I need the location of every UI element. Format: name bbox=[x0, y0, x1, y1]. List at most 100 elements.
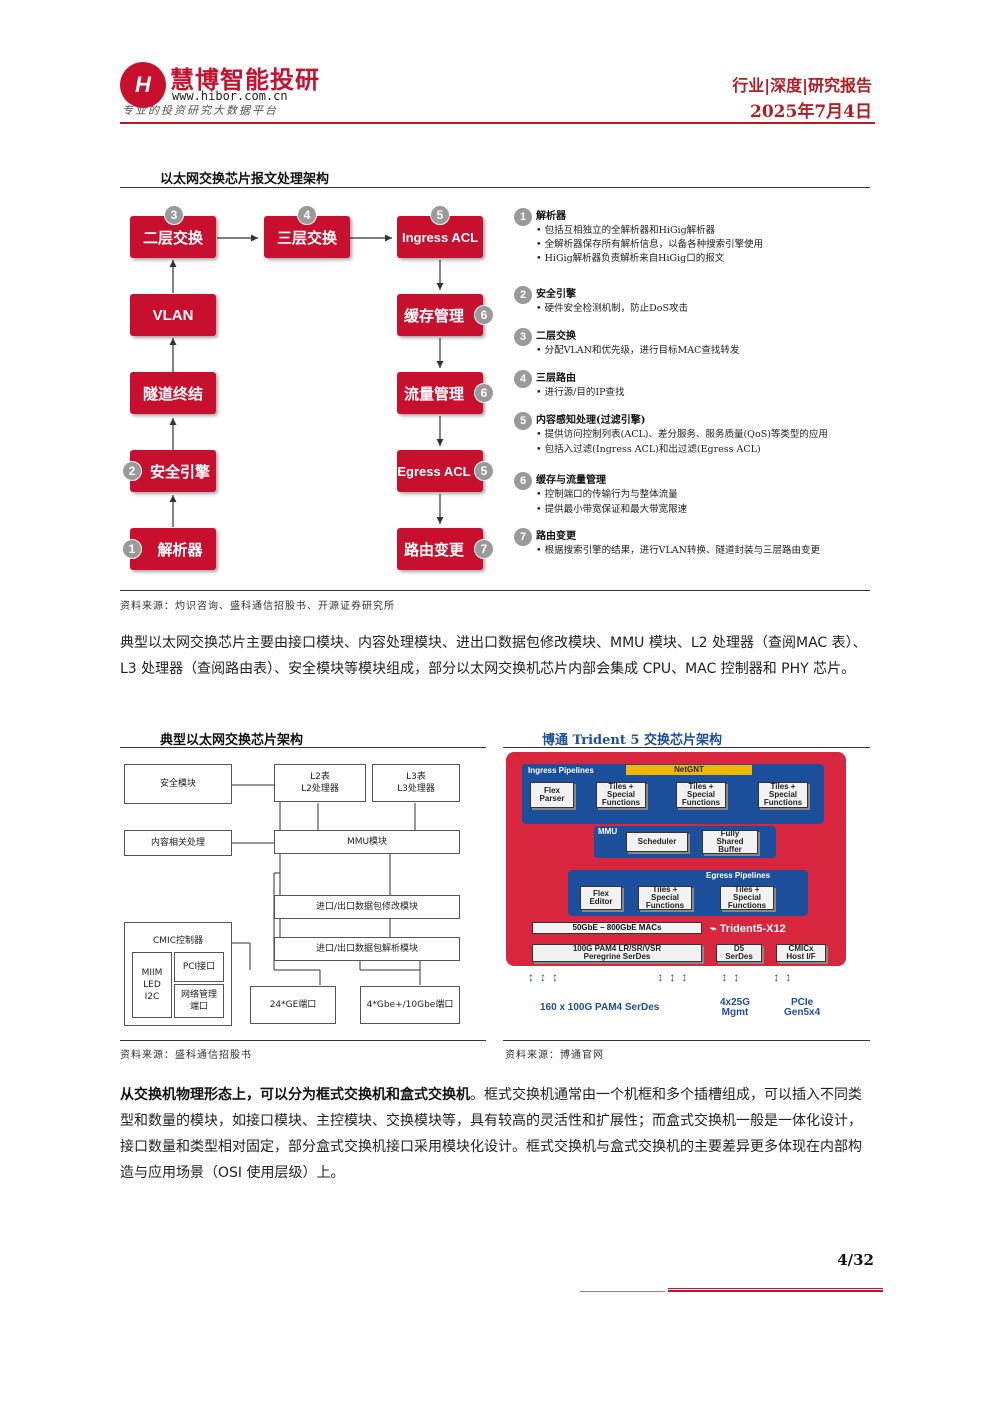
flow-badge-5: 5 bbox=[430, 205, 450, 225]
desc-item-text: HiGig解析器负责解析来自HiGig口的报文 bbox=[544, 253, 725, 264]
arch-box-label: CMIC控制器 bbox=[153, 936, 203, 946]
figure3-title: 博通 Trident 5 交换芯片架构 bbox=[542, 733, 722, 748]
arch-box-label: PCI接口 bbox=[182, 962, 216, 972]
flow-badge-7: 7 bbox=[474, 539, 494, 559]
flow-box-label: 解析器 bbox=[157, 540, 203, 559]
logo-slogan: 专业的投资研究大数据平台 bbox=[122, 104, 278, 117]
arch-box-label: 进口/出口数据包解析模块 bbox=[315, 944, 419, 954]
flow-badge-2: 2 bbox=[122, 461, 142, 481]
flow-box-buffer-management: 缓存管理 bbox=[397, 294, 483, 336]
arch-box-parse: 进口/出口数据包解析模块 bbox=[274, 937, 460, 961]
desc-item-text: 进行源/目的IP查找 bbox=[544, 387, 625, 398]
arch-box-label: L3表 L3处理器 bbox=[397, 772, 435, 794]
flow-box-parser: 解析器 bbox=[130, 528, 216, 570]
chip-name: ⌁ Trident5-X12 bbox=[710, 923, 786, 935]
desc-item: • HiGig解析器负责解析来自HiGig口的报文 bbox=[536, 253, 725, 264]
arch-box-mmu: MMU模块 bbox=[274, 830, 460, 854]
desc-num: 1 bbox=[514, 208, 532, 226]
desc-block-4: 4 三层路由 • 进行源/目的IP查找 bbox=[514, 368, 869, 410]
desc-head: 路由变更 bbox=[536, 531, 576, 542]
tiles-label: Tiles + Special Functions bbox=[645, 885, 685, 910]
figure1-source: 资料来源：灼识咨询、盛科通信招股书、开源证券研究所 bbox=[120, 601, 395, 612]
desc-item-text: 根据搜索引擎的结果，进行VLAN转换、隧道封装与三层路由变更 bbox=[544, 545, 820, 556]
desc-item-text: 分配VLAN和优先级，进行目标MAC查找转发 bbox=[544, 345, 740, 356]
chip-name-label: Trident5-X12 bbox=[719, 923, 786, 935]
desc-num: 7 bbox=[514, 528, 532, 546]
flow-badge-6: 6 bbox=[474, 383, 494, 403]
figure2-source: 资料来源：盛科通信招股书 bbox=[120, 1050, 252, 1061]
desc-item-text: 包括互相独立的全解析器和HiGig解析器 bbox=[544, 225, 716, 236]
scheduler-block: Scheduler bbox=[626, 832, 688, 852]
flow-box-label: 三层交换 bbox=[276, 228, 337, 247]
desc-head: 三层路由 bbox=[536, 373, 576, 384]
flow-box-egress-acl: Egress ACL bbox=[397, 450, 483, 492]
flow-box-label: 路由变更 bbox=[403, 540, 464, 559]
desc-item: • 包括入过滤(Ingress ACL)和出过滤(Egress ACL) bbox=[536, 444, 761, 455]
ingress-tiles-1: Tiles + Special Functions bbox=[596, 782, 646, 808]
shared-buffer-block: Fully Shared Buffer bbox=[702, 830, 758, 854]
desc-block-3: 3 二层交换 • 分配VLAN和优先级，进行目标MAC查找转发 bbox=[514, 326, 869, 368]
ingress-tiles-2: Tiles + Special Functions bbox=[676, 782, 726, 808]
bottom-pcie-label: PCIe Gen5x4 bbox=[784, 997, 821, 1018]
mmu-label: MMU bbox=[598, 827, 618, 836]
arch-box-content: 内容相关处理 bbox=[124, 830, 232, 856]
serdes-io-arrows: ↕↕↕ ↕↕↕ ↕↕ ↕↕ bbox=[528, 970, 798, 984]
flow-badge-6: 6 bbox=[474, 305, 494, 325]
figure3-top-rule bbox=[503, 747, 870, 748]
cmicx-block: CMICx Host I/F bbox=[776, 944, 826, 962]
arch-box-label: 进口/出口数据包修改模块 bbox=[315, 902, 419, 912]
arch-box-label: L2表 L2处理器 bbox=[301, 772, 339, 794]
desc-item: • 全解析器保存所有解析信息，以备各种搜索引擎使用 bbox=[536, 239, 764, 250]
footer-rule-gray bbox=[580, 1291, 665, 1292]
arch-box-modify: 进口/出口数据包修改模块 bbox=[274, 895, 460, 919]
logo-url[interactable]: www.hibor.com.cn bbox=[172, 89, 288, 103]
figure2-bottom-rule bbox=[120, 1040, 486, 1041]
desc-item-text: 硬件安全检测机制，防止DoS攻击 bbox=[544, 303, 688, 314]
desc-head: 内容感知处理(过滤引擎) bbox=[536, 415, 646, 426]
desc-num: 2 bbox=[514, 286, 532, 304]
figure2-top-rule bbox=[120, 747, 486, 748]
desc-item: • 包括互相独立的全解析器和HiGig解析器 bbox=[536, 225, 716, 236]
figure1-bottom-rule bbox=[120, 590, 870, 591]
tiles-label: Tiles + Special Functions bbox=[601, 782, 641, 807]
arch-box-netmgmt: 网络管理 端口 bbox=[174, 984, 224, 1018]
page-number: 4/32 bbox=[837, 1251, 874, 1269]
shared-buffer-label: Fully Shared Buffer bbox=[716, 829, 744, 854]
paragraph-form-factor-body: 。框式交换机通常由一个机框和多个插槽组成，可以插入不同类型和数量的模块，如接口模… bbox=[120, 1087, 862, 1181]
desc-block-2: 2 安全引擎 • 硬件安全检测机制，防止DoS攻击 bbox=[514, 284, 869, 326]
desc-num: 3 bbox=[514, 328, 532, 346]
desc-num: 4 bbox=[514, 370, 532, 388]
desc-block-1: 1 解析器 • 包括互相独立的全解析器和HiGig解析器 • 全解析器保存所有解… bbox=[514, 206, 869, 264]
flex-parser-block: Flex Parser bbox=[530, 782, 574, 808]
flow-badge-3: 3 bbox=[164, 205, 184, 225]
desc-block-7: 7 路由变更 • 根据搜索引擎的结果，进行VLAN转换、隧道封装与三层路由变更 bbox=[514, 526, 869, 566]
desc-item-text: 提供访问控制列表(ACL)、差分服务、服务质量(QoS)等类型的应用 bbox=[544, 429, 828, 440]
ingress-tiles-3: Tiles + Special Functions bbox=[758, 782, 808, 808]
d5-serdes-block: D5 SerDes bbox=[716, 944, 762, 962]
figure3-bottom-rule bbox=[503, 1040, 870, 1041]
flow-badge-5: 5 bbox=[474, 461, 494, 481]
arch-box-label: 内容相关处理 bbox=[150, 838, 205, 848]
arch-box-label: MIIM LED I2C bbox=[141, 968, 163, 1002]
desc-head: 解析器 bbox=[536, 211, 566, 222]
flex-editor-label: Flex Editor bbox=[589, 889, 613, 906]
broadcom-diagram: Ingress Pipelines NetGNT Flex Parser Til… bbox=[506, 752, 854, 1024]
footer-rule-red bbox=[668, 1288, 883, 1292]
flow-badge-4: 4 bbox=[297, 205, 317, 225]
desc-head: 二层交换 bbox=[536, 331, 576, 342]
flow-box-vlan: VLAN bbox=[130, 294, 216, 336]
flow-box-label: 隧道终结 bbox=[142, 384, 203, 403]
desc-head: 缓存与流量管理 bbox=[536, 475, 606, 486]
desc-num: 5 bbox=[514, 412, 532, 430]
desc-head: 安全引擎 bbox=[536, 289, 576, 300]
arch-box-10gbe-ports: 4*Gbe+/10Gbe端口 bbox=[360, 986, 460, 1024]
desc-item: • 提供访问控制列表(ACL)、差分服务、服务质量(QoS)等类型的应用 bbox=[536, 429, 828, 440]
arch-box-label: 4*Gbe+/10Gbe端口 bbox=[366, 1000, 454, 1010]
flex-parser-label: Flex Parser bbox=[539, 786, 565, 803]
desc-item: • 分配VLAN和优先级，进行目标MAC查找转发 bbox=[536, 345, 740, 356]
header-divider bbox=[120, 122, 875, 124]
figure2-title: 典型以太网交换芯片架构 bbox=[160, 733, 304, 748]
paragraph-form-factor: 从交换机物理形态上，可以分为框式交换机和盒式交换机。框式交换机通常由一个机框和多… bbox=[120, 1082, 875, 1186]
desc-item-text: 包括入过滤(Ingress ACL)和出过滤(Egress ACL) bbox=[544, 444, 761, 455]
figure1-title: 以太网交换芯片报文处理架构 bbox=[160, 172, 330, 187]
